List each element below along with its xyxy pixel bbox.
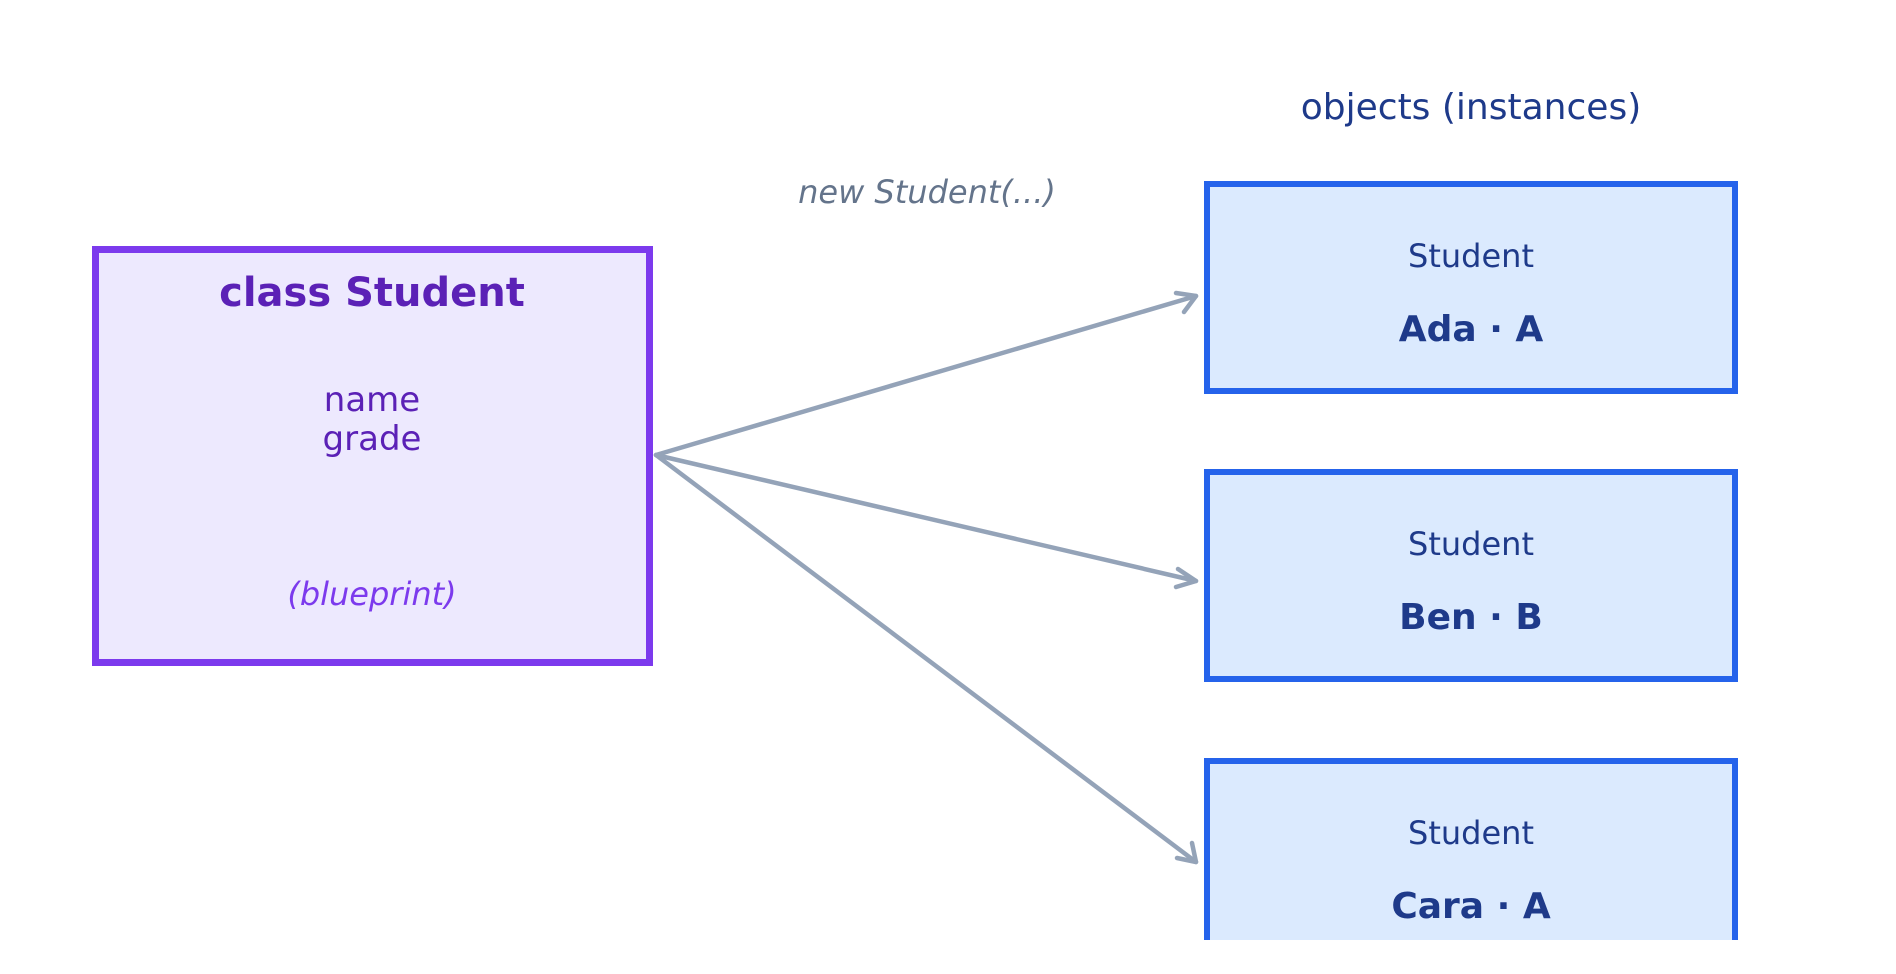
class-box — [92, 246, 653, 666]
arrow-to-ada — [653, 293, 1199, 458]
arrow-to-ben — [653, 452, 1199, 584]
object-class-label-ada: Student — [1408, 237, 1534, 275]
object-value-ben: Ben · B — [1399, 597, 1543, 638]
blueprint-note: (blueprint) — [287, 575, 457, 613]
objects-area: Student Ada · A Student Ben · B Student … — [1204, 181, 1738, 940]
arrowhead-cara — [1174, 840, 1199, 865]
object-box-ben — [1204, 469, 1738, 682]
class-field-name: name — [323, 380, 421, 420]
constructor-label: new Student(...) — [798, 173, 1056, 211]
arrowhead-ada — [1173, 290, 1199, 315]
arrow-to-cara — [653, 452, 1199, 865]
object-value-ada: Ada · A — [1398, 309, 1544, 350]
object-class-label-cara: Student — [1408, 814, 1534, 852]
object-value-cara: Cara · A — [1391, 886, 1551, 927]
arrowhead-ben — [1173, 566, 1199, 590]
class-field-grade: grade — [322, 419, 422, 459]
object-box-ada — [1204, 181, 1738, 394]
object-class-label-ben: Student — [1408, 525, 1534, 563]
class-title: class Student — [219, 270, 525, 316]
objects-heading: objects (instances) — [1300, 87, 1642, 128]
object-box-cara — [1204, 758, 1738, 940]
